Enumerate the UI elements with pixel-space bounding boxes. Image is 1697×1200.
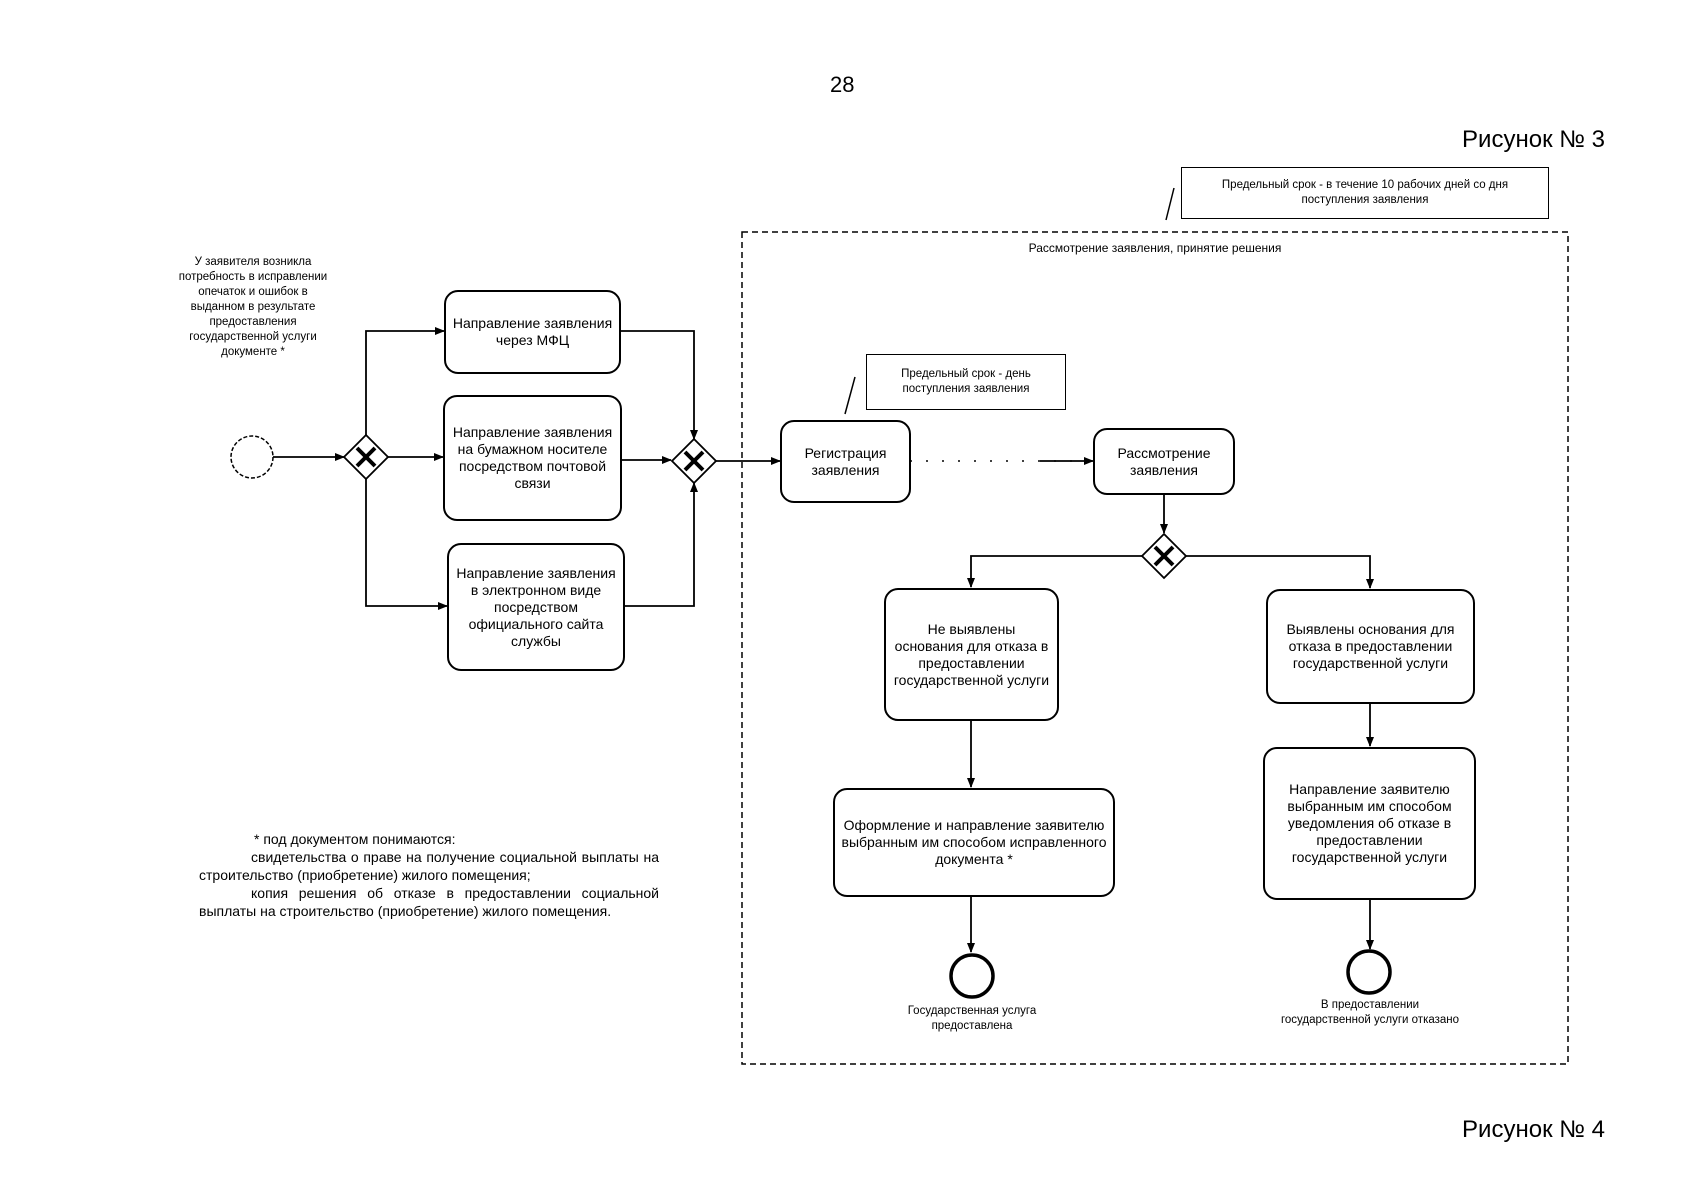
pool-deadline-leader	[1165, 187, 1175, 221]
pool-deadline-note: Предельный срок - в течение 10 рабочих д…	[1181, 167, 1549, 219]
footnote-head: * под документом понимаются:	[254, 831, 456, 847]
footnote-item-2: копия решения об отказе в предоставлении…	[199, 885, 659, 919]
outcome-grounds-found: Выявлены основания для отказа в предоста…	[1266, 589, 1475, 704]
channel-online: Направление заявления в электронном виде…	[447, 543, 625, 671]
figure-label-4: Рисунок № 4	[1462, 1116, 1605, 1143]
start-event	[230, 435, 274, 479]
registration-deadline-note: Предельный срок - день поступления заявл…	[866, 354, 1066, 410]
end-event-refused	[1346, 949, 1392, 995]
end-granted-label: Государственная услуга предоставлена	[907, 1005, 1037, 1032]
pool-title: Рассмотрение заявления, принятие решения	[1028, 241, 1282, 255]
task-issue-corrected-document: Оформление и направление заявителю выбра…	[833, 788, 1115, 897]
task-review: Рассмотрение заявления	[1093, 428, 1235, 495]
channel-mfc: Направление заявления через МФЦ	[444, 290, 621, 374]
footnote-item-1: свидетельства о праве на получение социа…	[199, 849, 659, 883]
outcome-no-grounds: Не выявлены основания для отказа в предо…	[884, 588, 1059, 721]
task-registration: Регистрация заявления	[780, 420, 911, 503]
registration-deadline-leader	[844, 376, 856, 415]
end-event-granted	[949, 953, 995, 999]
process-pool-boundary	[741, 231, 1569, 1065]
task-send-refusal-notice: Направление заявителю выбранным им спосо…	[1263, 747, 1476, 900]
end-refused-label: В предоставлении государственной услуги …	[1280, 999, 1460, 1026]
footnote: * под документом понимаются: свидетельст…	[199, 830, 659, 920]
decision-gateway	[1140, 532, 1188, 580]
split-gateway	[342, 433, 390, 481]
figure-label-3: Рисунок № 3	[1462, 126, 1605, 153]
page-number: 28	[830, 72, 855, 97]
start-event-label: У заявителя возникла потребность в испра…	[178, 256, 328, 358]
merge-gateway	[670, 437, 718, 485]
channel-post: Направление заявления на бумажном носите…	[443, 395, 622, 521]
